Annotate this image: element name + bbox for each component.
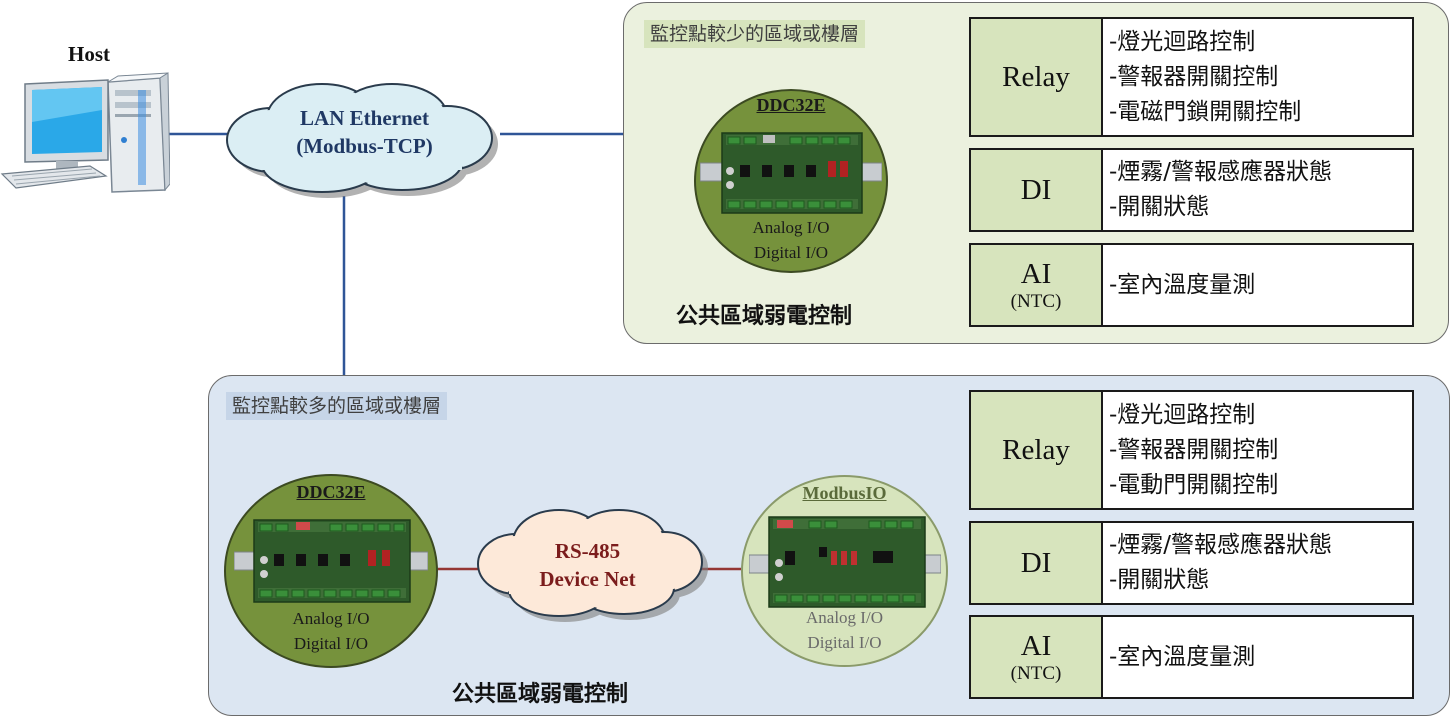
table-values: -煙霧/警報感應器狀態 -開關狀態: [1109, 159, 1333, 220]
rs485-cloud-text: RS-485 Device Net: [485, 537, 690, 593]
lan-cloud-shape: [226, 83, 498, 198]
device-name: ModbusIO: [802, 483, 887, 503]
table-values: -室內溫度量測: [1109, 271, 1256, 298]
device-sub1: Analog I/O: [752, 218, 830, 237]
table-key: AI (NTC): [971, 245, 1103, 325]
top-table-row-di: DI -煙霧/警報感應器狀態 -開關狀態: [969, 148, 1414, 232]
circuit-board-image: [234, 519, 428, 603]
bottom-region-caption: 公共區域弱電控制: [452, 682, 629, 707]
rs485-cloud-line1: RS-485: [554, 539, 621, 563]
circuit-board-image: [700, 132, 882, 214]
table-key: Relay: [971, 392, 1103, 508]
table-key: Relay: [971, 19, 1103, 135]
device-sub1: Analog I/O: [292, 609, 370, 628]
device-sub1: Analog I/O: [806, 608, 883, 627]
top-table-row-ai: AI (NTC) -室內溫度量測: [969, 243, 1414, 327]
device-sub2: Digital I/O: [753, 243, 829, 262]
circuit-board-image: [749, 516, 941, 608]
table-values: -室內溫度量測: [1109, 643, 1256, 670]
bottom-table-row-relay: Relay -燈光迴路控制 -警報器開關控制 -電動門開關控制: [969, 390, 1414, 510]
bottom-region-label: 監控點較多的區域或樓層: [226, 392, 448, 420]
top-ddc32e-device: DDC32E Analog I/O Digital I/O: [694, 89, 888, 273]
top-table-row-relay: Relay -燈光迴路控制 -警報器開關控制 -電磁門鎖開關控制: [969, 17, 1414, 137]
bottom-table-row-ai: AI (NTC) -室內溫度量測: [969, 615, 1414, 699]
modbusio-device: ModbusIO Analog I/O Digital I/O: [741, 475, 948, 667]
table-key: DI: [971, 523, 1103, 603]
table-values: -燈光迴路控制 -警報器開關控制 -電磁門鎖開關控制: [1109, 28, 1302, 125]
table-values: -煙霧/警報感應器狀態 -開關狀態: [1109, 532, 1333, 593]
top-region-caption: 公共區域弱電控制: [676, 304, 853, 329]
table-key: AI (NTC): [971, 617, 1103, 697]
device-name: DDC32E: [296, 482, 366, 502]
device-sub2: Digital I/O: [807, 633, 882, 652]
lan-cloud-text: LAN Ethernet (Modbus-TCP): [232, 104, 497, 160]
device-name: DDC32E: [756, 95, 826, 115]
bottom-table-row-di: DI -煙霧/警報感應器狀態 -開關狀態: [969, 521, 1414, 605]
host-computer-icon: [0, 72, 170, 193]
table-values: -燈光迴路控制 -警報器開關控制 -電動門開關控制: [1109, 401, 1279, 498]
lan-cloud-line1: LAN Ethernet: [300, 106, 429, 130]
top-region-label: 監控點較少的區域或樓層: [644, 20, 866, 48]
device-sub2: Digital I/O: [293, 634, 369, 653]
bottom-ddc32e-device: DDC32E Analog I/O Digital I/O: [224, 474, 438, 668]
table-key: DI: [971, 150, 1103, 230]
rs485-cloud-line2: Device Net: [539, 567, 636, 591]
rs485-cloud-shape: [477, 509, 708, 622]
lan-cloud-line2: (Modbus-TCP): [296, 134, 433, 158]
host-label: Host: [68, 42, 110, 66]
